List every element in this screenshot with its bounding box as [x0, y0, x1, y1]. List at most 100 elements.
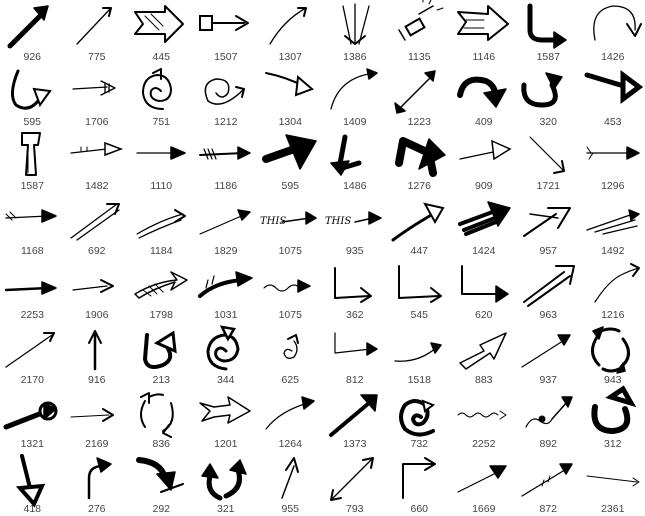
brush-id-label: 1304 [278, 115, 302, 128]
arrow-brush-item[interactable]: 916 [65, 323, 130, 388]
arrow-brush-item[interactable]: 1304 [258, 65, 323, 130]
arrow-brush-item[interactable]: 1296 [581, 129, 645, 194]
arrow-brush-item[interactable]: 1492 [581, 194, 645, 259]
arrow-brush-item[interactable]: 1409 [323, 65, 388, 130]
arrow-brush-item[interactable]: 1424 [452, 194, 517, 259]
arrow-brush-item[interactable]: 892 [516, 387, 581, 452]
arrow-icon [198, 396, 251, 424]
arrow-brush-item[interactable]: 1507 [194, 0, 259, 65]
arrow-brush-item[interactable]: 909 [452, 129, 517, 194]
arrow-brush-item[interactable]: 2252 [452, 387, 517, 452]
arrow-brush-item[interactable]: 883 [452, 323, 517, 388]
brush-id-label: 1212 [214, 115, 238, 128]
arrow-icon [265, 71, 314, 97]
arrow-brush-item[interactable]: 1386 [323, 0, 388, 65]
arrow-brush-item[interactable]: 1486 [323, 129, 388, 194]
arrow-brush-item[interactable]: 872 [516, 452, 581, 516]
arrow-brush-item[interactable]: 957 [516, 194, 581, 259]
arrow-brush-item[interactable]: 362 [323, 258, 388, 323]
brush-id-label: 1264 [278, 438, 302, 450]
arrow-brush-item[interactable]: 1216 [581, 258, 645, 323]
brush-id-label: 909 [474, 180, 493, 192]
arrow-brush-item[interactable]: 1321 [0, 387, 65, 452]
arrow-brush-item[interactable]: 751 [129, 65, 194, 130]
arrow-brush-item[interactable]: 213 [129, 323, 194, 388]
arrow-icon [15, 453, 46, 508]
arrow-brush-item[interactable]: 1264 [258, 387, 323, 452]
arrow-brush-item[interactable]: 943 [581, 323, 645, 388]
arrow-icon [391, 202, 445, 241]
arrow-brush-item[interactable]: 1706 [65, 65, 130, 130]
arrow-brush-item[interactable]: 1223 [387, 65, 452, 130]
arrow-brush-item[interactable]: 660 [387, 452, 452, 516]
arrow-brush-item[interactable]: 732 [387, 387, 452, 452]
arrow-icon [395, 137, 446, 177]
arrow-brush-item[interactable]: 1201 [194, 387, 259, 452]
arrow-brush-item[interactable]: 418 [0, 452, 65, 516]
arrow-brush-item[interactable]: 595 [0, 65, 65, 130]
arrow-brush-item[interactable]: 409 [452, 65, 517, 130]
arrow-brush-item[interactable]: 1721 [516, 129, 581, 194]
arrow-brush-item[interactable]: 1276 [387, 129, 452, 194]
arrow-brush-item[interactable]: 312 [581, 385, 645, 452]
arrow-brush-item[interactable]: 1212 [194, 65, 259, 130]
arrow-icon [262, 134, 317, 170]
arrow-brush-item[interactable]: 320 [516, 65, 581, 130]
arrow-brush-item[interactable]: 344 [194, 323, 259, 388]
arrow-brush-item[interactable]: 595 [258, 129, 323, 194]
brush-id-label: 447 [410, 244, 429, 257]
arrow-brush-item[interactable]: 2169 [65, 387, 130, 452]
arrow-brush-item[interactable]: 1669 [452, 452, 517, 516]
arrow-brush-item[interactable]: 453 [581, 65, 645, 130]
arrow-brush-item[interactable]: 620 [452, 258, 517, 323]
arrow-brush-item[interactable]: 793 [323, 452, 388, 516]
arrow-brush-item[interactable]: 276 [65, 452, 130, 516]
arrow-brush-item[interactable]: 1031 [194, 258, 259, 323]
arrow-brush-item[interactable]: 625 [258, 323, 323, 388]
arrow-brush-item[interactable]: 963 [516, 258, 581, 323]
arrow-brush-item[interactable]: 1135 [387, 0, 452, 65]
arrow-brush-item[interactable]: 836 [129, 387, 194, 452]
arrow-brush-item[interactable]: 955 [258, 452, 323, 516]
arrow-brush-item[interactable]: 292 [129, 452, 194, 516]
arrow-brush-item[interactable]: 937 [516, 323, 581, 388]
arrow-brush-item[interactable]: 1307 [258, 0, 323, 65]
arrow-brush-item[interactable]: 1906 [65, 258, 130, 323]
arrow-brush-item[interactable]: 545 [387, 258, 452, 323]
arrow-brush-item[interactable]: 445 [129, 0, 194, 65]
brush-id-label: 872 [539, 502, 558, 515]
arrow-brush-item[interactable]: 1168 [0, 194, 65, 259]
arrow-brush-item[interactable]: 692 [65, 194, 130, 259]
arrow-brush-item[interactable]: 1186 [194, 129, 259, 194]
arrow-icon [394, 341, 442, 362]
arrow-brush-item[interactable]: 447 [387, 194, 452, 259]
arrow-icon [529, 136, 565, 174]
arrow-brush-item[interactable]: 321 [194, 452, 259, 516]
arrow-brush-item[interactable]: 1587 [0, 129, 65, 194]
brush-id-label: 963 [539, 309, 558, 321]
arrow-brush-item[interactable]: 1426 [581, 0, 645, 65]
arrow-icon [584, 69, 643, 104]
arrow-brush-item[interactable]: 1518 [387, 323, 452, 388]
arrow-brush-item[interactable]: 812 [323, 323, 388, 388]
arrow-brush-item[interactable]: 1075 [258, 258, 323, 323]
arrow-icon [200, 458, 247, 500]
arrow-brush-item[interactable]: 775 [65, 0, 130, 65]
arrow-icon [198, 208, 251, 235]
arrow-icon [457, 200, 511, 236]
arrow-brush-item[interactable]: 2253 [0, 258, 65, 323]
arrow-brush-item[interactable]: 1829 [194, 194, 259, 259]
arrow-icon [136, 208, 186, 239]
arrow-brush-item[interactable]: 1798 [129, 258, 194, 323]
arrow-brush-item[interactable]: 2170 [0, 323, 65, 388]
arrow-brush-item[interactable]: 1146 [452, 0, 517, 65]
arrow-brush-item[interactable]: 1184 [129, 194, 194, 259]
arrow-brush-item[interactable]: 2361 [581, 452, 645, 516]
arrow-brush-item[interactable]: 1373 [323, 387, 388, 452]
arrow-brush-item[interactable]: 926 [0, 0, 65, 65]
arrow-brush-item[interactable]: 1110 [129, 129, 194, 194]
arrow-brush-item[interactable]: 1587 [516, 0, 581, 65]
arrow-brush-item[interactable]: 1482 [65, 129, 130, 194]
